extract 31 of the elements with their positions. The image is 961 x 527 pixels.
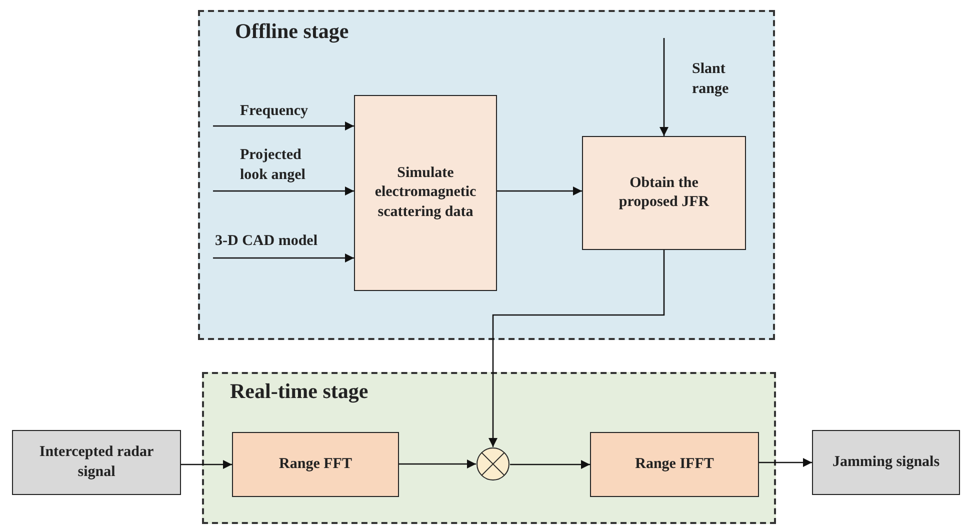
arrow <box>510 460 590 469</box>
box-label: Range FFT <box>279 454 352 474</box>
arrow <box>488 250 665 447</box>
arrow <box>181 460 232 469</box>
stage-panel <box>198 10 775 340</box>
stage-panel <box>202 372 776 524</box>
box-label: Intercepted radar signal <box>38 443 155 482</box>
arrow <box>213 254 354 262</box>
edge-label: Projected look angel <box>240 146 306 184</box>
process-box <box>590 432 759 497</box>
arrow <box>660 38 668 136</box>
box-label: Obtain the proposed JFR <box>618 174 710 212</box>
arrow <box>497 186 582 196</box>
signal-box <box>812 430 960 495</box>
signal-box <box>12 430 181 495</box>
arrow <box>399 460 476 468</box>
box-label: Simulate electromagnetic scattering data <box>374 164 478 222</box>
arrow <box>213 122 354 130</box>
box-label: Jamming signals <box>832 452 940 472</box>
stage-title: Real-time stage <box>230 378 368 405</box>
edge-label: Frequency <box>240 102 308 121</box>
stage-title: Offline stage <box>235 18 349 45</box>
edge-label: Slant range <box>692 60 730 98</box>
arrow <box>213 186 354 196</box>
edge-label: 3-D CAD model <box>215 232 318 251</box>
process-box <box>232 432 399 497</box>
arrow <box>759 458 812 467</box>
process-box <box>354 95 497 291</box>
box-label: Range IFFT <box>635 454 714 474</box>
multiplier-symbol <box>476 447 510 481</box>
process-box <box>582 136 746 250</box>
